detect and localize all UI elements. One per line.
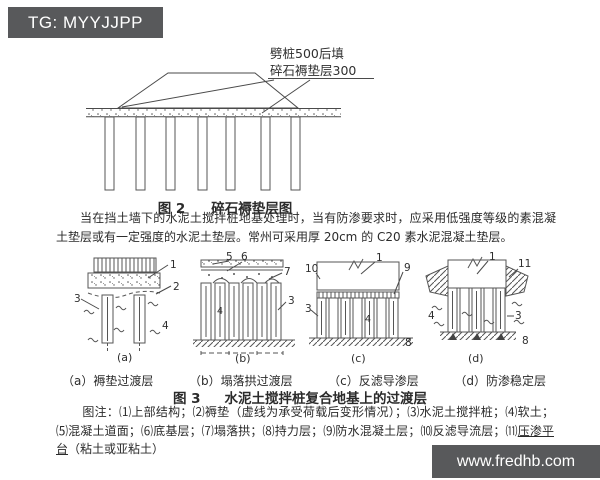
figure2-caption: 图 2 碎石褥垫层图 bbox=[60, 197, 390, 217]
figure3d-antiseepage-diagram: 1 11 4 3 8 (d) bbox=[425, 252, 531, 364]
notes-suffix: （粘土或亚粘土） bbox=[68, 442, 165, 457]
subfigure-d-tag: (d) bbox=[468, 352, 484, 364]
callout-1: 1 bbox=[376, 252, 383, 264]
subcaption-c: （c）反滤导渗层 bbox=[328, 374, 419, 388]
callout-leaders bbox=[212, 260, 287, 311]
cushion-band bbox=[87, 272, 161, 289]
callout-6: 6 bbox=[241, 252, 248, 263]
soft-soil-symbols bbox=[83, 301, 161, 343]
callout-4: 4 bbox=[365, 314, 371, 325]
callout-3: 3 bbox=[515, 310, 522, 322]
deformed-cushion-dashed-line bbox=[87, 290, 161, 299]
subcaption-d: （d）防渗稳定层 bbox=[454, 374, 546, 388]
break-symbol bbox=[348, 258, 364, 271]
leader-line-fill bbox=[121, 79, 275, 108]
figure3a-cushion-transition-diagram: 1 2 3 4 (a) bbox=[74, 257, 180, 364]
callout-leaders bbox=[310, 261, 404, 317]
figure3-subcaption-row: （a）褥垫过渡层 （b）塌落拱过渡层 （c）反滤导渗层 （d）防渗稳定层 bbox=[62, 372, 546, 389]
dashed-measure-line bbox=[200, 351, 284, 355]
gravel-dots bbox=[207, 273, 273, 279]
notes-underlined-term: 压渗平台 bbox=[56, 423, 554, 457]
callout-3: 3 bbox=[305, 303, 312, 315]
bearing-stratum-hatch bbox=[309, 337, 414, 346]
bearing-stratum-hatch bbox=[439, 331, 516, 340]
left-berm-wedge bbox=[425, 265, 449, 297]
callout-9: 9 bbox=[404, 262, 411, 274]
callout-3: 3 bbox=[74, 293, 81, 305]
callout-3: 3 bbox=[288, 295, 295, 307]
callout-11: 11 bbox=[518, 258, 531, 270]
break-symbol bbox=[467, 256, 483, 269]
upper-structure-hatch bbox=[93, 257, 157, 273]
figure2-gravel-cushion-diagram: 劈桩500后填 碎石褥垫层300 bbox=[86, 46, 374, 191]
callout-5: 5 bbox=[226, 252, 233, 263]
right-berm-wedge bbox=[505, 265, 529, 297]
upper-structure-block bbox=[316, 261, 400, 291]
collapse-arches bbox=[212, 278, 280, 284]
watermark-site-badge: www.fredhb.com bbox=[432, 445, 600, 478]
callout-8: 8 bbox=[522, 335, 529, 347]
pile-group bbox=[200, 282, 282, 341]
figure3-caption-title: 水泥土搅拌桩复合地基上的过渡层 bbox=[224, 391, 428, 407]
callout-leaders bbox=[476, 260, 519, 317]
subfigure-b-tag: (b) bbox=[235, 352, 251, 364]
figure3c-filter-drainage-diagram: 1 9 10 3 4 8 (c) bbox=[305, 252, 414, 364]
subfigure-a-tag: (a) bbox=[117, 351, 132, 364]
pile-group bbox=[316, 297, 399, 339]
callout-8: 8 bbox=[405, 337, 412, 349]
subfigure-c-tag: (c) bbox=[351, 352, 366, 364]
pile-group bbox=[101, 294, 146, 351]
watermark-tag-badge: TG: MYYJJPP bbox=[8, 7, 163, 38]
gravel-cushion-band bbox=[86, 108, 341, 118]
pavement-layer bbox=[200, 259, 284, 268]
pile-group bbox=[447, 287, 506, 333]
figure3b-collapse-arch-diagram: 5 6 7 3 4 (b) bbox=[192, 252, 295, 364]
callout-10: 10 bbox=[305, 263, 318, 275]
body-paragraph: 当在挡土墙下的水泥土搅拌桩地基处理时，当有防渗要求时，应采用低强度等级的素混凝土… bbox=[56, 211, 556, 244]
bearing-stratum-hatch bbox=[192, 339, 295, 347]
subcaption-a: （a）褥垫过渡层 bbox=[62, 374, 154, 388]
callout-7: 7 bbox=[284, 266, 291, 278]
callout-4: 4 bbox=[217, 306, 223, 317]
callout-1: 1 bbox=[170, 259, 177, 271]
notes-prefix: 图注：⑴上部结构；⑵褥垫（虚线为承受荷载后变形情况）；⑶水泥土搅拌桩；⑷软土；⑸… bbox=[56, 405, 554, 438]
figure3-diagram-row: 1 2 3 4 (a) bbox=[72, 252, 534, 364]
subcaption-b: （b）塌落拱过渡层 bbox=[188, 374, 293, 388]
pile-group bbox=[104, 116, 301, 191]
figure3-caption: 图 3 水泥土搅拌桩复合地基上的过渡层 bbox=[0, 387, 600, 407]
fig2-annotation-line1: 劈桩500后填 bbox=[270, 46, 344, 61]
figure3-caption-number: 图 3 bbox=[172, 391, 201, 407]
figure2-caption-number: 图 2 bbox=[157, 201, 186, 217]
callout-4: 4 bbox=[428, 310, 435, 322]
callout-4: 4 bbox=[162, 320, 169, 332]
figure-notes: 图注：⑴上部结构；⑵褥垫（虚线为承受荷载后变形情况）；⑶水泥土搅拌桩；⑷软土；⑸… bbox=[56, 403, 554, 459]
drainage-strip bbox=[316, 291, 400, 299]
callout-leaders bbox=[80, 264, 172, 310]
callout-1: 1 bbox=[489, 252, 496, 263]
fig2-annotation-line2: 碎石褥垫层300 bbox=[270, 63, 356, 78]
callout-2: 2 bbox=[173, 281, 180, 293]
figure2-caption-title: 碎石褥垫层图 bbox=[211, 201, 293, 217]
